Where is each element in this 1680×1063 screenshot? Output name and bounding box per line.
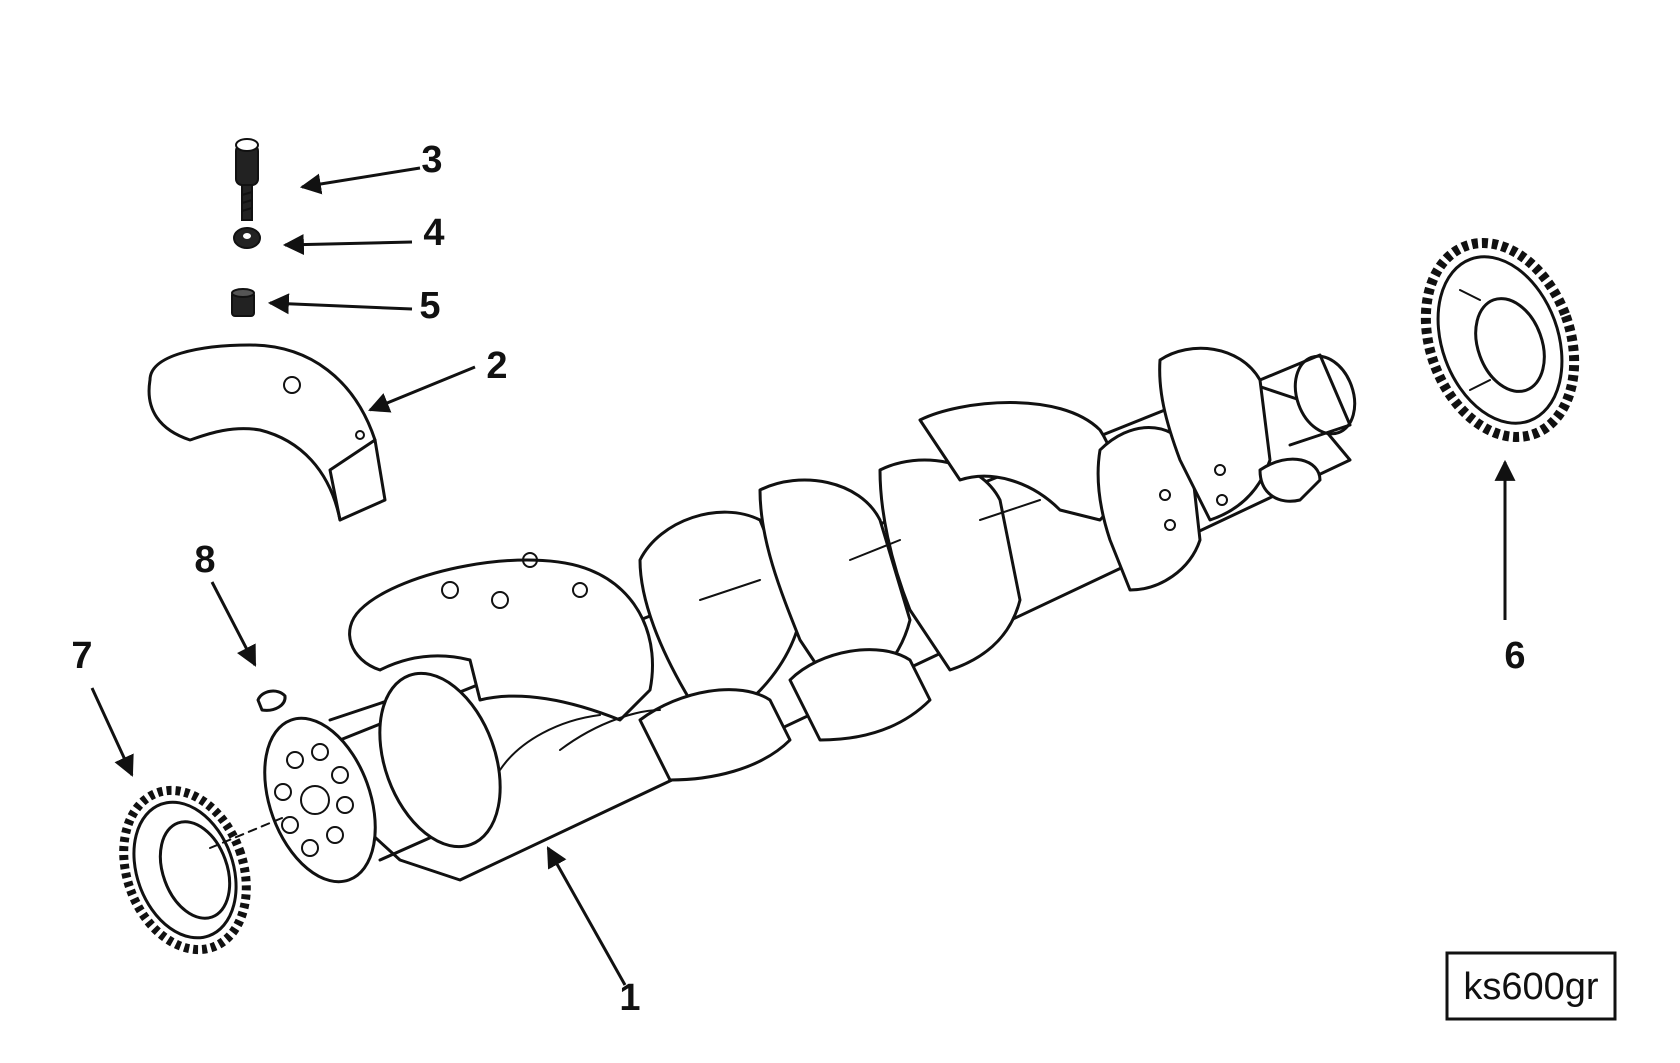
callout-8: 8 [194,539,215,581]
washer-part [233,227,261,249]
leader-arrows [90,166,1516,986]
leader-arrow-1 [546,846,627,986]
callout-6: 6 [1504,635,1525,677]
leader-arrow-8 [210,581,257,667]
leader-arrow-2 [368,365,476,413]
callout-2: 2 [486,345,507,387]
callout-7: 7 [71,635,92,677]
leader-arrow-7 [90,687,134,777]
flange-bolt-holes [274,743,354,857]
key-part [256,689,287,712]
figure-id-box: ks600gr [1445,951,1617,1021]
leader-arrow-5 [267,293,413,315]
callout-labels: 1 2 3 4 5 6 7 8 [71,139,1525,1019]
callout-4: 4 [423,212,444,254]
callout-5: 5 [419,285,440,327]
callout-3: 3 [421,139,442,181]
leader-arrow-4 [282,234,413,256]
counterweight-part [147,343,387,522]
crankshaft-part [263,346,1357,884]
dowel-part [231,288,255,317]
leader-arrow-3 [299,166,421,195]
callout-1: 1 [619,977,640,1019]
figure-id-label: ks600gr [1463,966,1599,1008]
bolt-part [235,138,259,221]
rear-gear-part [119,785,283,955]
figure-id-frame [1445,951,1617,1021]
front-gear-part [1420,238,1580,442]
